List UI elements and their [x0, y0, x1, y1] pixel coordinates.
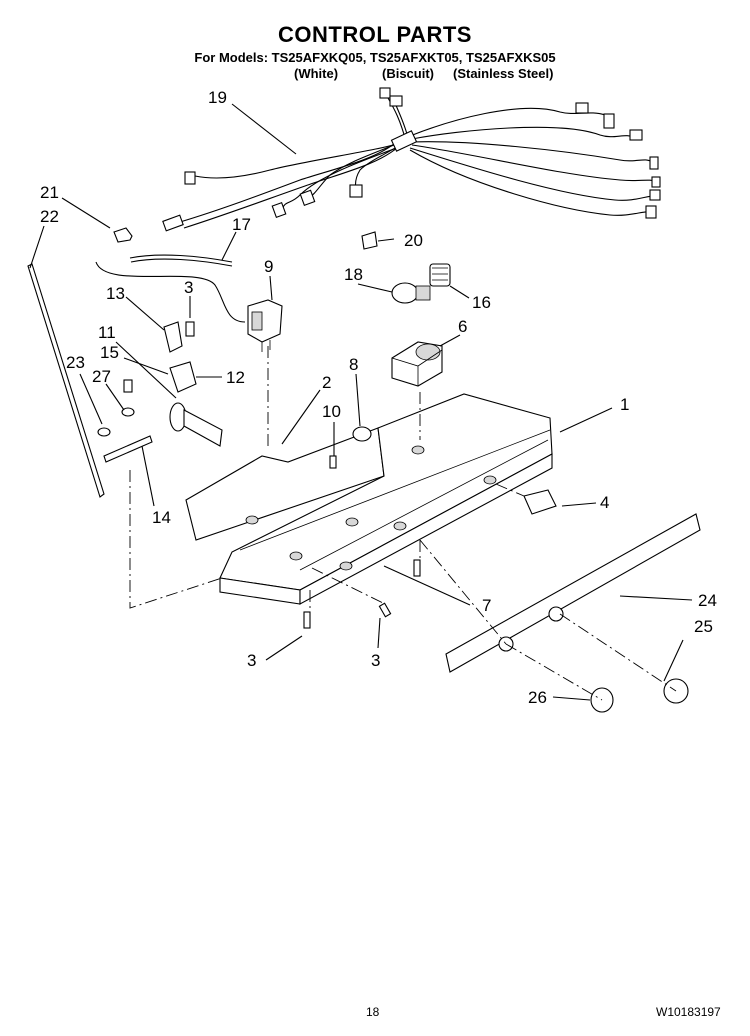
callout-9: 9 [264, 257, 273, 276]
callout-25: 25 [694, 617, 713, 636]
callout-17: 17 [232, 215, 251, 234]
callout-26: 26 [528, 688, 547, 707]
part-light-bulb [391, 282, 419, 304]
finish-biscuit: (Biscuit) [382, 66, 434, 81]
callout-27: 27 [92, 367, 111, 386]
callout-13: 13 [106, 284, 125, 303]
part-switch [523, 489, 557, 515]
part-control-panel [445, 513, 701, 673]
callout-11: 11 [98, 323, 116, 342]
part-mount-12 [169, 361, 197, 393]
part-lever-14 [103, 435, 153, 463]
part-bracket-13 [163, 321, 183, 353]
finish-stainless: (Stainless Steel) [453, 66, 554, 81]
callout-24: 24 [698, 591, 717, 610]
finish-white: (White) [294, 66, 339, 81]
callout-1: 1 [620, 395, 629, 414]
callout-3b: 3 [247, 651, 256, 670]
part-socket [429, 263, 451, 287]
callout-15: 15 [100, 343, 119, 362]
part-control-housing [185, 393, 553, 605]
callout-18: 18 [344, 265, 363, 284]
document-code: W10183197 [656, 1005, 721, 1019]
part-light-clip [361, 231, 378, 250]
part-thermostat [247, 299, 283, 352]
callout-2: 2 [322, 373, 331, 392]
callout-14: 14 [152, 508, 171, 527]
models-line: For Models: TS25AFXKQ05, TS25AFXKT05, TS… [194, 50, 556, 65]
callout-16: 16 [472, 293, 491, 312]
callout-labels: 1 2 3 3 3 3 4 6 7 8 9 10 11 12 13 14 15 … [40, 88, 717, 707]
callout-20: 20 [404, 231, 423, 250]
callout-19: 19 [208, 88, 227, 107]
callout-4: 4 [600, 493, 609, 512]
part-wire-harness [162, 87, 661, 232]
callout-21: 21 [40, 183, 59, 202]
callout-10: 10 [322, 402, 341, 421]
part-tube [129, 254, 233, 263]
callout-7: 7 [482, 596, 491, 615]
page-number: 18 [366, 1005, 380, 1019]
callout-3c: 3 [371, 651, 380, 670]
callout-23: 23 [66, 353, 85, 372]
callout-3a: 3 [184, 278, 193, 297]
part-timer [391, 341, 443, 387]
callout-22: 22 [40, 207, 59, 226]
callout-6: 6 [458, 317, 467, 336]
callout-8: 8 [349, 355, 358, 374]
callout-12: 12 [226, 368, 245, 387]
page-title: CONTROL PARTS [278, 22, 472, 47]
part-clip [113, 227, 133, 243]
